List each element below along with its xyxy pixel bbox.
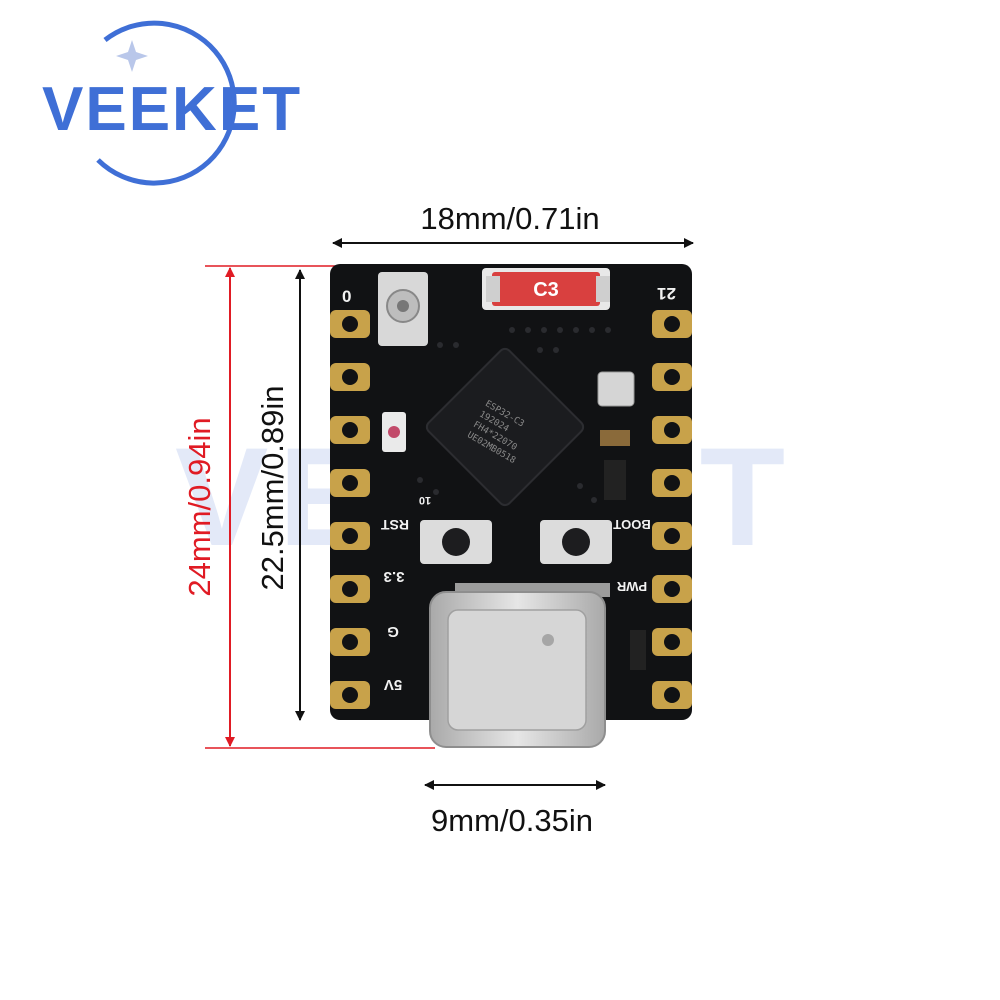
silk-gnd: G <box>387 623 399 640</box>
inner-height-label: 22.5mm/0.89in <box>255 385 290 590</box>
left-pin-pads <box>330 310 370 709</box>
rst-button[interactable] <box>420 520 492 564</box>
pcb-vias <box>417 327 611 503</box>
silk-pwr: PWR <box>616 579 647 594</box>
right-pin-label: 21 <box>657 284 676 303</box>
left-pin-label: 0 <box>342 287 351 306</box>
boot-button[interactable] <box>540 520 612 564</box>
inner-height-dimension: 22.5mm/0.89in <box>255 269 305 721</box>
silk-5v: 5V <box>384 676 402 693</box>
silk-boot: BOOT <box>613 517 651 532</box>
silk-3v3: 3.3 <box>384 568 405 585</box>
usb-width-label: 9mm/0.35in <box>431 803 593 838</box>
antenna-connector <box>378 272 428 346</box>
silk-rst: RST <box>381 517 409 533</box>
esp32-chip: ESP32-C3 192024 FH4*22070 UE02MB0518 <box>425 347 585 507</box>
silk-small: 10 <box>419 494 431 506</box>
cap-component: C3 <box>482 268 610 310</box>
outer-height-label: 24mm/0.94in <box>182 417 217 596</box>
usb-width-dimension: 9mm/0.35in <box>424 780 606 838</box>
logo-text: VEEKET <box>42 75 302 144</box>
outer-height-dimension: 24mm/0.94in <box>182 265 435 749</box>
brand-logo: VEEKET <box>42 20 302 186</box>
cap-label: C3 <box>533 279 559 301</box>
usb-c-connector <box>429 583 610 748</box>
width-dimension: 18mm/0.71in <box>332 201 694 248</box>
width-label: 18mm/0.71in <box>420 201 599 236</box>
crystal-component <box>597 371 635 407</box>
right-pin-pads <box>652 310 692 709</box>
